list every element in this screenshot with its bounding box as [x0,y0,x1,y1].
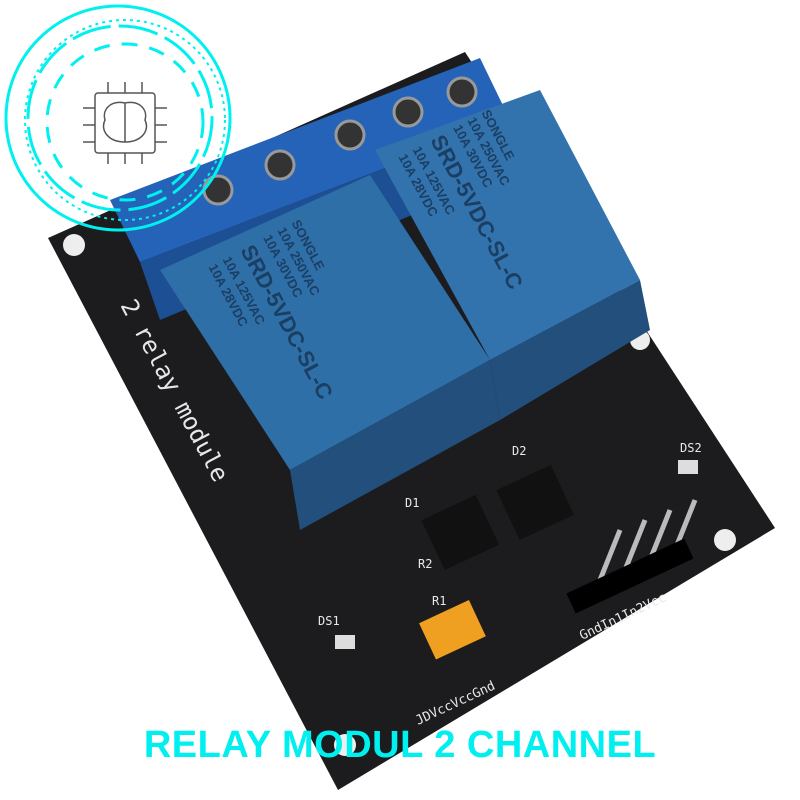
mount-hole [63,234,85,256]
label-r2: R2 [418,557,432,571]
label-d1: D1 [405,496,419,510]
led-ds2 [678,460,698,474]
product-caption: RELAY MODUL 2 CHANNEL [143,724,657,766]
pin-header-base [566,538,694,614]
logo [4,4,232,232]
led-ds1 [335,635,355,649]
label-ds2: DS2 [680,441,702,455]
label-r1: R1 [432,594,446,608]
jumper [419,600,486,660]
label-d2: D2 [512,444,526,458]
optocoupler [496,464,575,541]
label-ds1: DS1 [318,614,340,628]
brain-chip-icon [83,82,167,164]
relay-1: SONGLE 10A 250VAC 10A 30VDC SRD-5VDC-SL-… [160,175,500,530]
mount-hole [334,734,356,756]
optocoupler [421,494,500,571]
mount-hole [714,529,736,551]
